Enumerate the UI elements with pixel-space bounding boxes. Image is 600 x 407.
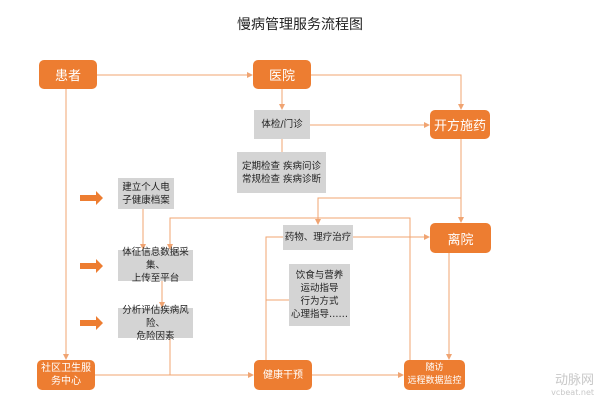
node-intervention: 健康干预 [254, 360, 312, 390]
node-lifestyle: 饮食与营养 运动指导 行为方式 心理指导…… [289, 264, 350, 326]
node-community: 社区卫生服 务中心 [37, 360, 95, 390]
edge-prescribe-treatment [315, 197, 461, 225]
edge-followup-collect [167, 217, 411, 360]
node-patient: 患者 [39, 60, 97, 89]
node-checks: 定期检查 疾病问诊 常规检查 疾病诊断 [237, 152, 326, 193]
diagram-title: 慢病管理服务流程图 [237, 17, 363, 33]
arrow-icon [80, 316, 103, 330]
watermark-logo: 动脉网 vcbeat.net [551, 373, 594, 399]
node-treatment: 药物、理疗治疗 [283, 225, 353, 250]
node-record: 建立个人电 子健康档案 [118, 178, 174, 209]
node-analyze: 分析评估疾病风险、 危险因素 [118, 305, 193, 342]
edge-hospital-prescribe [311, 74, 464, 110]
arrow-icon [80, 191, 103, 205]
node-collect: 体征信息数据采集、 上传至平台 [118, 247, 193, 284]
watermark-url: vcbeat.net [551, 388, 594, 397]
node-hospital: 医院 [253, 60, 311, 89]
node-discharge: 离院 [430, 223, 491, 253]
node-prescribe: 开方施药 [430, 110, 490, 139]
node-exam: 体检/门诊 [254, 110, 310, 139]
edge-intervention-treatment [265, 236, 283, 360]
node-followup: 随访 远程数据监控 [404, 360, 465, 390]
watermark-name: 动脉网 [554, 373, 594, 388]
arrow-icon [80, 259, 103, 273]
